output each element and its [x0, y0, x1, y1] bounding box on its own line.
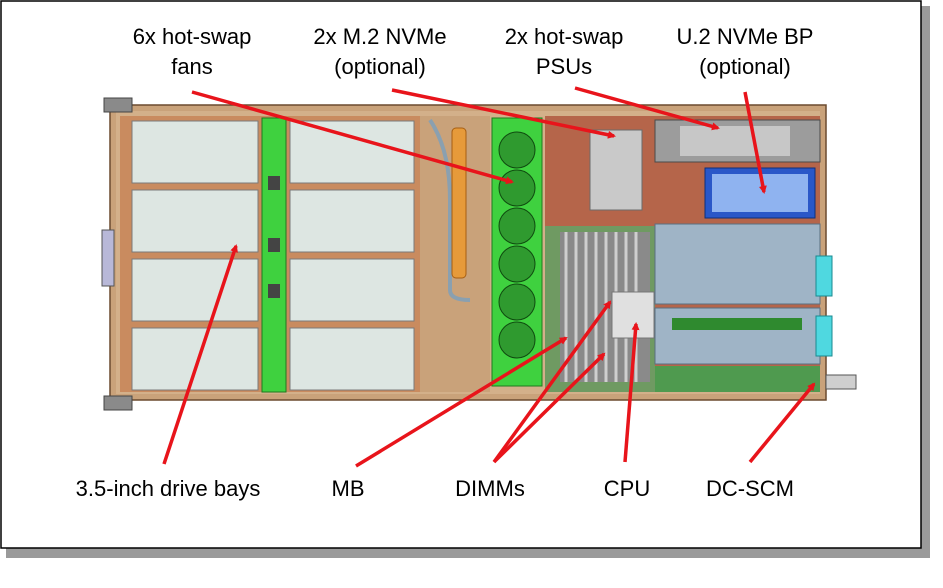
fan-wall: [491, 117, 543, 387]
arrow-dimms-b: [492, 352, 606, 464]
callout-arrows: [162, 86, 816, 468]
label-dcscm: DC-SCM: [706, 476, 794, 501]
dc-scm-board: [655, 366, 820, 392]
drive-bays: [120, 116, 420, 393]
motherboard: [545, 116, 655, 392]
arrow-drives: [162, 244, 238, 465]
label-mb: MB: [331, 476, 365, 501]
riser-2: [654, 307, 821, 365]
arrow-fans: [191, 90, 514, 185]
label-u2: U.2 NVMe BP (optional): [676, 24, 814, 79]
arrow-m2: [391, 88, 616, 139]
label-dimms: DIMMs: [455, 476, 525, 501]
arrow-u2: [743, 91, 767, 194]
front-latch: [101, 229, 115, 287]
arrow-cpu: [623, 322, 640, 463]
drive-backplane: [261, 117, 287, 393]
rear-section: [654, 116, 857, 392]
label-psus: 2x hot-swap PSUs: [504, 24, 624, 79]
front-handle-bottom: [103, 395, 133, 411]
arrow-mb: [355, 336, 568, 468]
front-handle-top: [103, 97, 133, 113]
arrow-dcscm: [748, 382, 816, 464]
arrow-psus: [574, 86, 720, 131]
label-fans: 6x hot-swap fans: [132, 24, 252, 79]
label-drives: 3.5-inch drive bays: [75, 476, 261, 501]
m2-bay: [589, 129, 643, 211]
label-m2: 2x M.2 NVMe (optional): [313, 24, 447, 79]
cpu-socket: [611, 291, 655, 339]
label-cpu: CPU: [603, 476, 651, 501]
riser-1: [654, 223, 821, 305]
arrow-dimms-a: [492, 300, 612, 464]
cable-channel: [420, 116, 490, 392]
